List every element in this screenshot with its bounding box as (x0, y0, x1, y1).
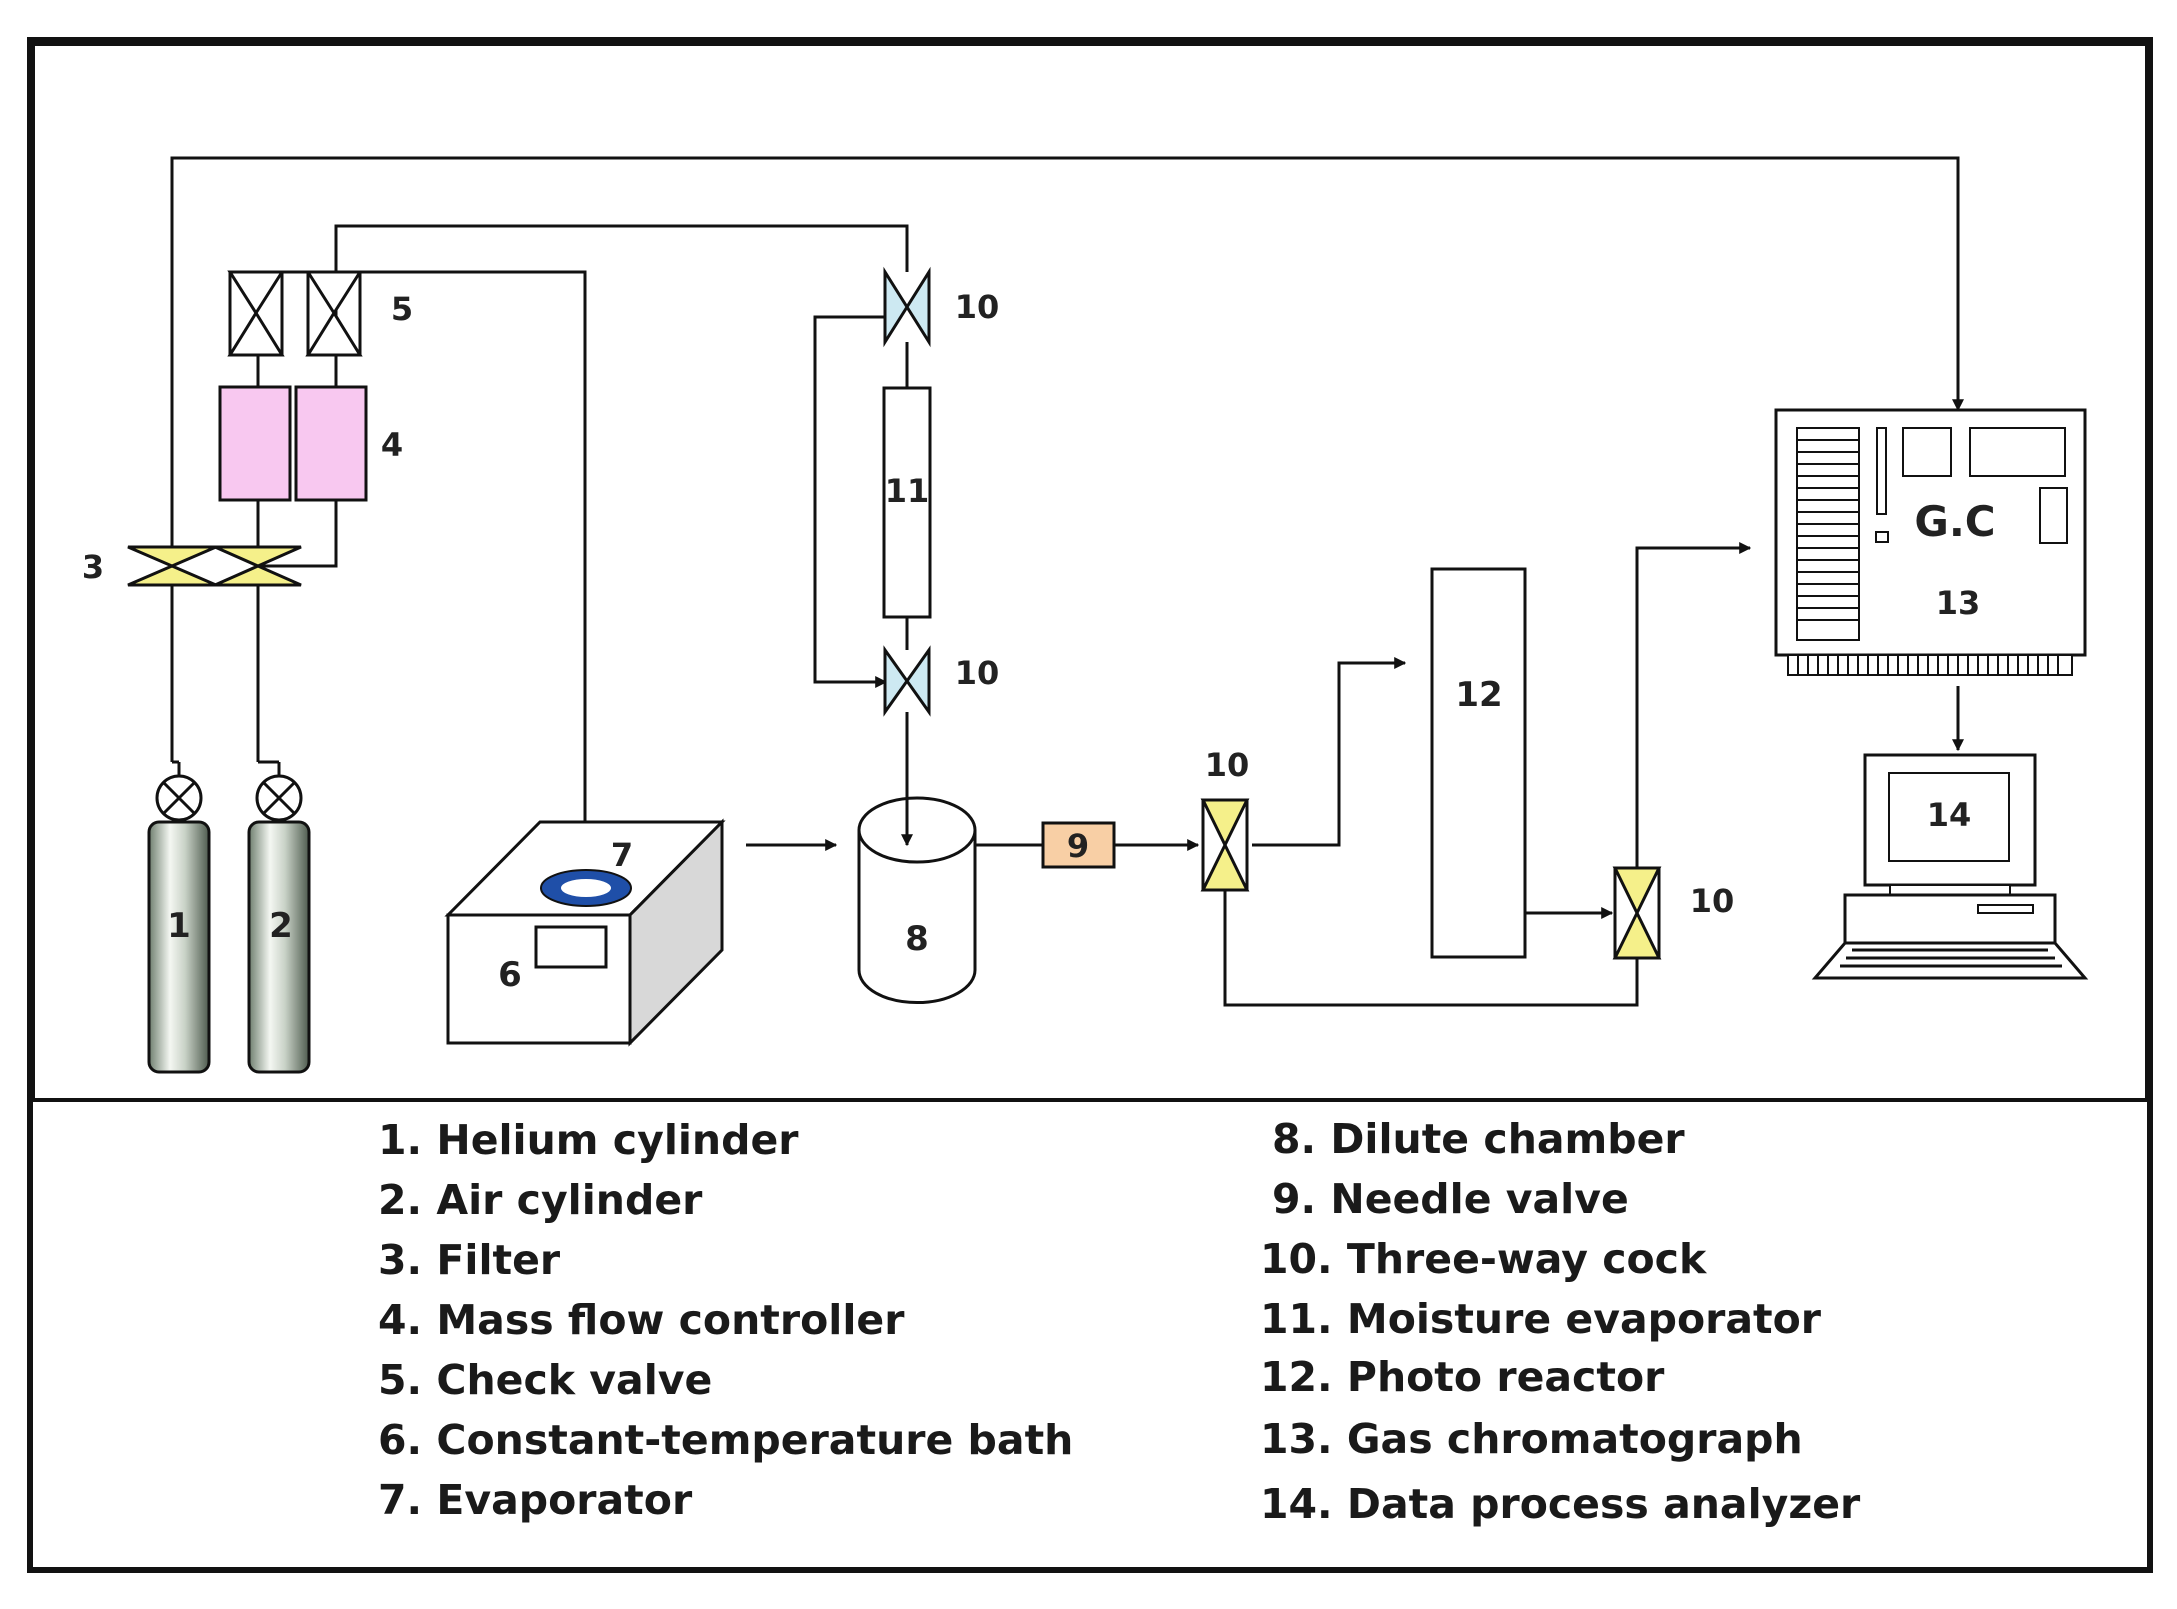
label-filter: 3 (82, 548, 104, 586)
label-helium-cylinder: 1 (167, 906, 191, 946)
helium-to-gc-line (170, 156, 1964, 762)
label-three-way-cock-left: 10 (1205, 746, 1250, 784)
legend-item: 7. Evaporator (378, 1476, 693, 1524)
cock-to-gc-line (1635, 542, 1752, 880)
legend-right: 8. Dilute chamber 9. Needle valve 10. Th… (1260, 1115, 1861, 1528)
filter-helium (127, 545, 217, 587)
label-needle-valve: 9 (1067, 827, 1089, 865)
legend-item: 5. Check valve (378, 1356, 712, 1404)
legend-item: 2. Air cylinder (378, 1176, 703, 1224)
legend-item: 3. Filter (378, 1236, 561, 1284)
data-process-analyzer: 14 (1811, 753, 2089, 980)
legend-item: 12. Photo reactor (1260, 1353, 1665, 1401)
legend-item: 13. Gas chromatograph (1260, 1415, 1803, 1463)
label-photo-reactor: 12 (1455, 675, 1502, 715)
reactor-bypass-line (1223, 880, 1643, 1007)
label-check-valve: 5 (391, 290, 413, 328)
gc-display-text: G.C (1914, 497, 1995, 546)
check-valve-to-evaporator-line (258, 270, 591, 872)
label-evaporator: 7 (611, 836, 633, 874)
evaporator: 7 (540, 836, 633, 907)
label-three-way-cock-lower: 10 (955, 654, 1000, 692)
constant-temperature-bath: 6 (444, 818, 726, 1047)
three-way-cock-lower: 10 (883, 645, 1000, 717)
three-way-cock-left: 10 (1200, 746, 1250, 892)
legend-item: 9. Needle valve (1272, 1175, 1629, 1223)
label-constant-temperature-bath: 6 (498, 955, 522, 995)
check-valve-2 (305, 270, 363, 357)
legend-item: 8. Dilute chamber (1272, 1115, 1685, 1163)
label-gas-chromatograph: 13 (1936, 584, 1981, 622)
three-way-cock-right: 10 (1612, 866, 1735, 960)
legend-item: 4. Mass flow controller (378, 1296, 905, 1344)
air-cylinder: 2 (247, 762, 311, 1074)
label-air-cylinder: 2 (269, 906, 293, 946)
cock-to-reactor-line (1252, 657, 1407, 847)
legend-item: 10. Three-way cock (1260, 1235, 1708, 1283)
legend-item: 11. Moisture evaporator (1260, 1295, 1822, 1343)
mass-flow-controller-1 (218, 385, 292, 502)
label-three-way-cock-right: 10 (1690, 882, 1735, 920)
mass-flow-controller-2 (294, 385, 368, 502)
label-three-way-cock-upper: 10 (955, 288, 1000, 326)
label-dilute-chamber: 8 (905, 919, 929, 959)
bypass-line (813, 315, 888, 688)
check-valve-1 (227, 270, 285, 357)
helium-cylinder: 1 (147, 762, 211, 1074)
legend-item: 1. Helium cylinder (378, 1116, 799, 1164)
legend-item: 14. Data process analyzer (1260, 1480, 1861, 1528)
label-mass-flow-controller: 4 (381, 426, 403, 464)
three-way-cock-upper: 10 (883, 266, 1000, 348)
moisture-evaporator (882, 386, 932, 619)
needle-valve: 9 (1041, 821, 1116, 869)
photo-reactor (1430, 567, 1527, 959)
dilute-chamber: 8 (857, 796, 977, 1005)
legend-left: 1. Helium cylinder 2. Air cylinder 3. Fi… (378, 1116, 1073, 1524)
gas-chromatograph: G.C 13 (1774, 408, 2087, 676)
label-moisture-evaporator: 11 (885, 472, 930, 510)
label-data-process-analyzer: 14 (1927, 796, 1972, 834)
legend-item: 6. Constant-temperature bath (378, 1416, 1073, 1464)
